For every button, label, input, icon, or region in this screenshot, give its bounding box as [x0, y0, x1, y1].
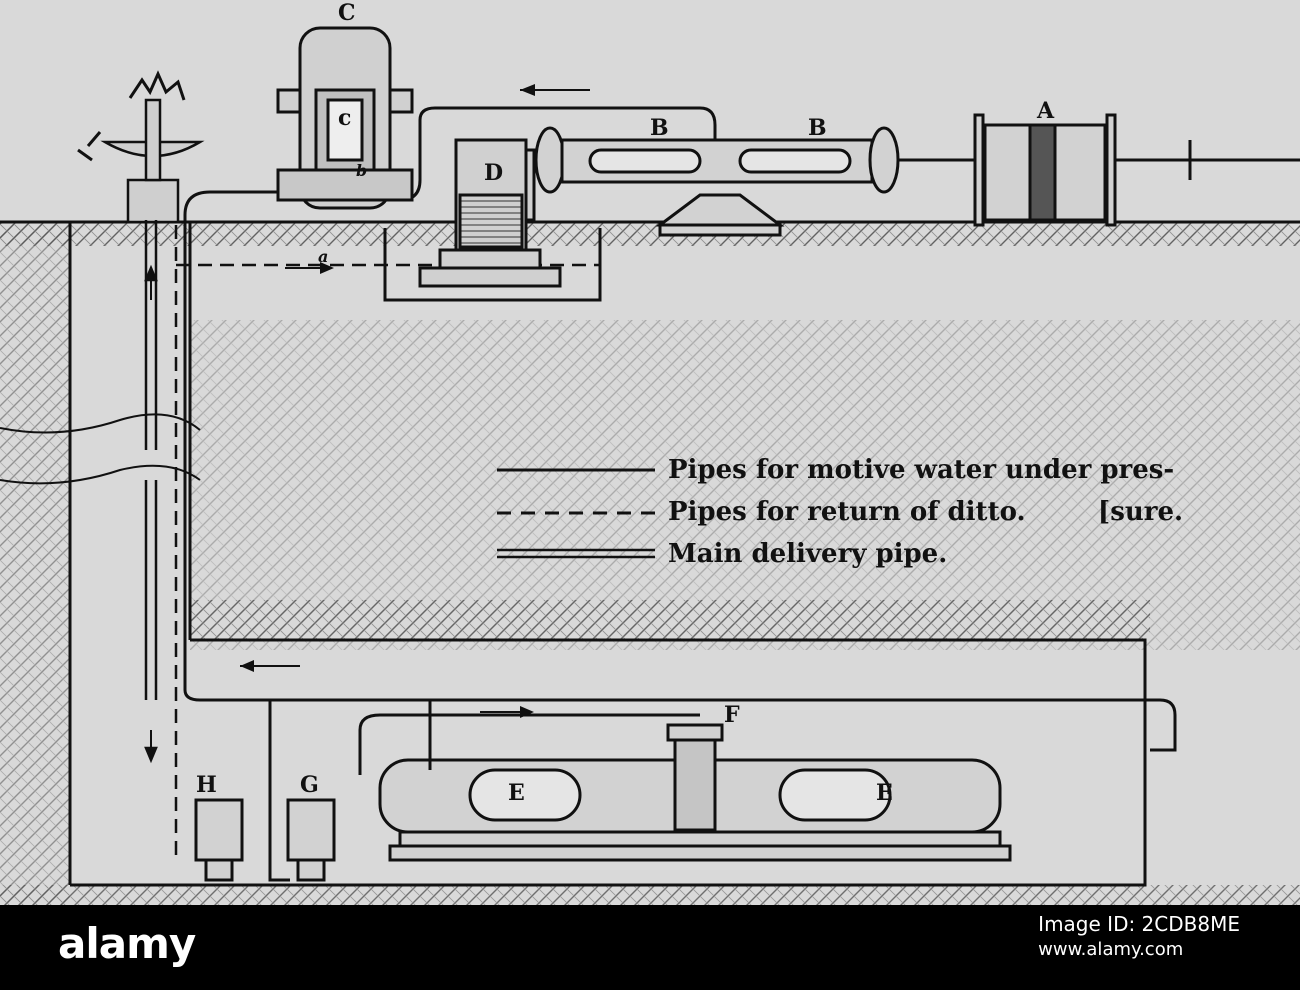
surface-pump-b — [534, 126, 900, 237]
image-id-text: Image ID: 2CDB8ME — [1038, 912, 1240, 936]
label-c-outer: C — [338, 0, 356, 26]
label-h: H — [196, 772, 217, 798]
watermark-banner: alamy Image ID: 2CDB8ME www.alamy.com — [0, 905, 1300, 990]
tank-h — [194, 798, 244, 882]
motive-water-pipe — [183, 106, 1177, 752]
accumulator-c — [276, 26, 414, 210]
underground-pump-e — [378, 723, 1012, 862]
label-e-right: E — [876, 780, 893, 806]
label-f: F — [724, 702, 740, 728]
source-url: www.alamy.com — [1038, 939, 1184, 960]
piston-a — [898, 113, 1300, 227]
fountain — [77, 70, 205, 224]
label-a-small: a — [318, 247, 328, 266]
image-id-block: Image ID: 2CDB8ME www.alamy.com — [1038, 911, 1240, 963]
engraving-figure: A B B C c b D a E E F G H Pipes for moti… — [0, 0, 1300, 905]
mine-shaft — [0, 222, 1147, 887]
label-c-inner: c — [338, 105, 351, 131]
label-e-left: E — [508, 780, 525, 806]
label-b-right: B — [808, 115, 827, 141]
earth-strata — [0, 220, 1300, 905]
legend-text-delivery: Main delivery pipe. — [668, 539, 947, 569]
label-a: A — [1036, 98, 1055, 124]
brand-logo: alamy — [58, 919, 196, 968]
label-g: G — [300, 772, 319, 798]
engine-d — [418, 138, 562, 288]
legend-text-return: Pipes for return of ditto. [sure. — [668, 497, 1183, 527]
tank-g — [268, 700, 336, 882]
legend-text-motive: Pipes for motive water under pres- — [668, 455, 1174, 485]
hydraulic-pumping-diagram: A B B C c b D a E E F G H Pipes for moti… — [0, 0, 1300, 905]
rising-main — [144, 220, 158, 764]
label-b-left: B — [650, 115, 669, 141]
legend: Pipes for motive water under pres- Pipes… — [497, 455, 1183, 569]
label-b-small: b — [356, 161, 367, 180]
label-d: D — [484, 160, 503, 186]
